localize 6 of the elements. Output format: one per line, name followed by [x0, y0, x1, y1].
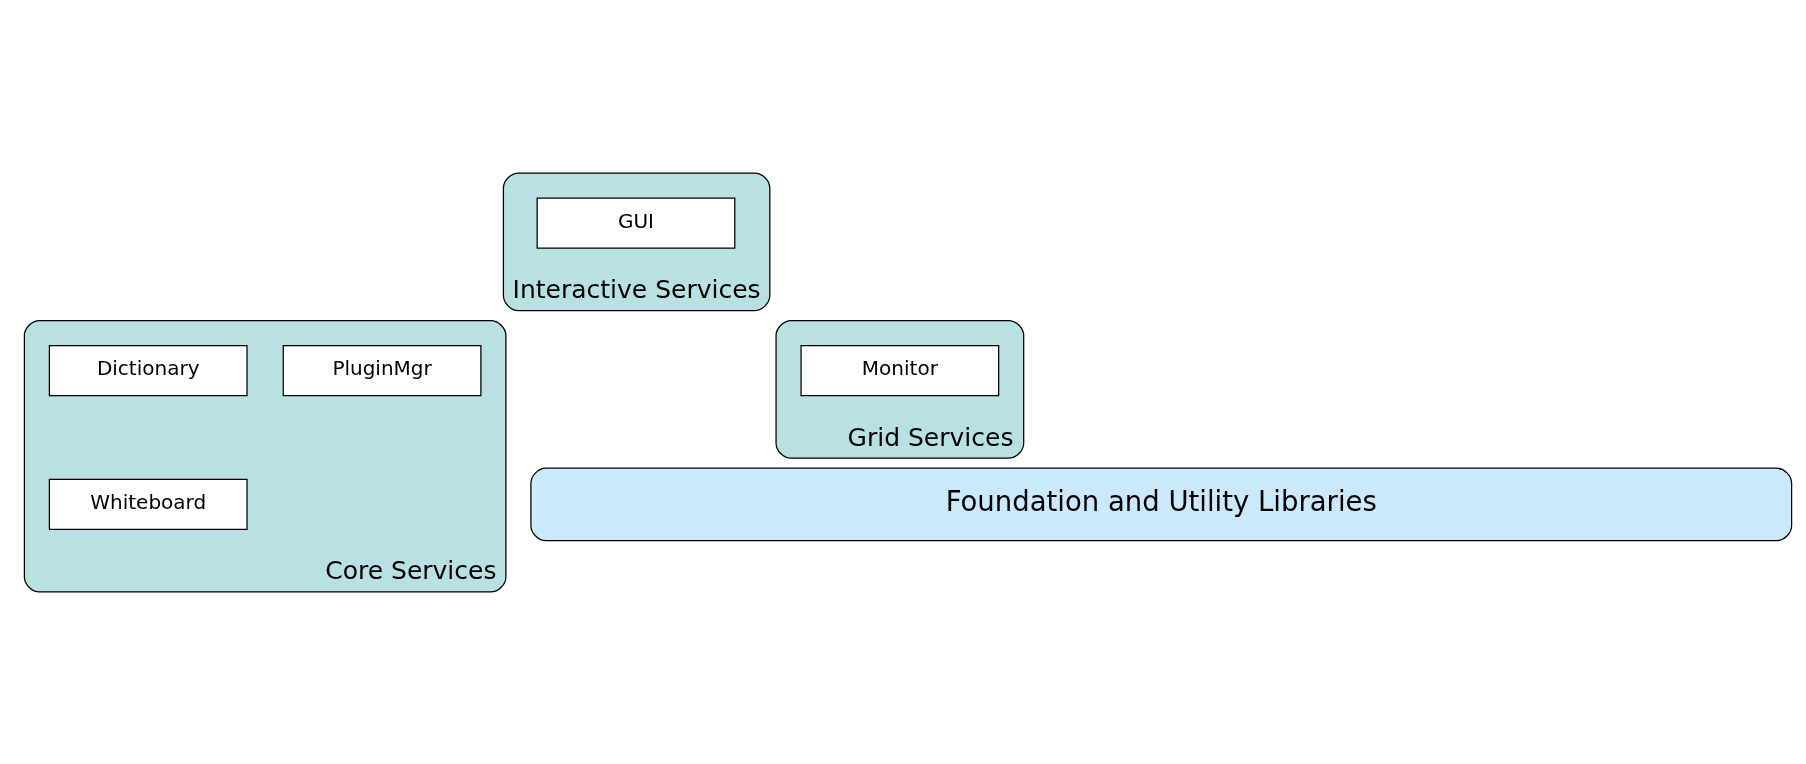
node-box: GUI [536, 196, 736, 249]
node-box: Whiteboard [48, 478, 248, 530]
node-box: Foundation and Utility Libraries [530, 467, 1793, 541]
node-box: Monitor [800, 344, 1000, 396]
node-box: Dictionary [48, 344, 248, 396]
node-box: PluginMgr [282, 344, 482, 396]
